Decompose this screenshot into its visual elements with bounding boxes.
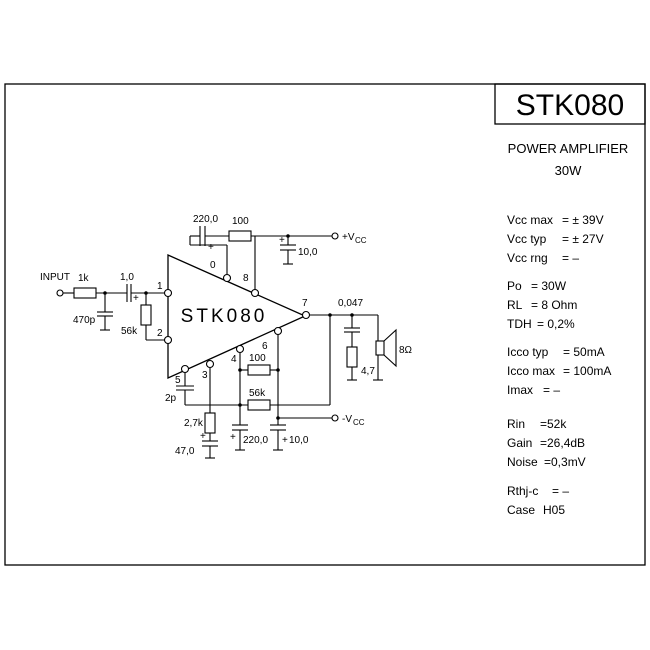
spec-value-tdh: = 0,2%: [537, 317, 575, 331]
speaker-label: 8Ω: [399, 345, 413, 356]
spec-value-rthj: = –: [552, 484, 569, 498]
plus-sign-220b: +: [230, 432, 236, 443]
subtitle-line2: 30W: [555, 163, 582, 178]
pin-6: [273, 326, 283, 336]
pin-label-6: 6: [262, 341, 268, 352]
spec-label-po: Po: [507, 279, 522, 293]
spec-value-rl: = 8 Ohm: [531, 298, 577, 312]
pin-label-5: 5: [175, 375, 181, 386]
spec-value-vcc-typ: = ± 27V: [562, 232, 604, 246]
plus-sign-top: +: [208, 242, 214, 253]
pin-5: [180, 364, 190, 374]
spec-value-icco-typ: = 50mA: [563, 345, 605, 359]
c-220-top-label: 220,0: [193, 214, 218, 225]
c-1-0-label: 1,0: [120, 272, 134, 283]
spec-label-icco-typ: Icco typ: [507, 345, 549, 359]
spec-value-noise: =0,3mV: [544, 455, 586, 469]
resistor-56k-input: [140, 304, 152, 326]
spec-label-vcc-rng: Vcc rng: [507, 251, 548, 265]
plus-sign-10b: +: [282, 435, 288, 446]
pin-2: [163, 335, 173, 345]
r-4-7-label: 4,7: [361, 366, 375, 377]
vcc-minus-terminal: [331, 414, 339, 422]
pin-label-0: 0: [210, 260, 216, 271]
vcc-plus-sub: CC: [355, 236, 367, 245]
spec-value-gain: =26,4dB: [540, 436, 585, 450]
spec-value-icco-max: = 100mA: [563, 364, 611, 378]
pin-8: [250, 288, 260, 298]
c-10-bot-label: 10,0: [289, 435, 309, 446]
resistor-56k-fb: [247, 399, 271, 411]
input-terminal: [56, 289, 64, 297]
resistor-2-7k: [204, 412, 216, 434]
pin-4: [235, 344, 245, 354]
c-10-vcc-label: 10,0: [298, 247, 318, 258]
spec-label-noise: Noise: [507, 455, 538, 469]
spec-label-vcc-typ: Vcc typ: [507, 232, 547, 246]
r-100-fb-label: 100: [249, 353, 266, 364]
c-0047-label: 0,047: [338, 298, 363, 309]
c-47-label: 47,0: [175, 446, 195, 457]
plus-sign-in: +: [133, 293, 139, 304]
spec-label-rin: Rin: [507, 417, 525, 431]
spec-value-vcc-rng: = –: [562, 251, 579, 265]
c-470p-label: 470p: [73, 315, 96, 326]
r-1k-label: 1k: [78, 273, 90, 284]
pin-label-3: 3: [202, 370, 208, 381]
r-56k-fb-label: 56k: [249, 388, 266, 399]
pin-7: [301, 310, 311, 320]
resistor-4-7: [346, 346, 358, 368]
pin-label-8: 8: [243, 273, 249, 284]
pin-0: [222, 273, 232, 283]
c-2p-label: 2p: [165, 393, 177, 404]
subtitle-line1: POWER AMPLIFIER: [508, 141, 629, 156]
speaker-icon: [375, 340, 385, 356]
spec-label-imax: Imax: [507, 383, 533, 397]
title-box: [494, 83, 646, 125]
r-2-7k-label: 2,7k: [184, 418, 204, 429]
specs-list: Vcc max = ± 39V Vcc typ = ± 27V Vcc rng …: [507, 213, 611, 517]
spec-label-rl: RL: [507, 298, 523, 312]
spec-label-rthj: Rthj-c: [507, 484, 538, 498]
spec-value-rin: =52k: [540, 417, 567, 431]
pin-1: [163, 288, 173, 298]
r-100-top-label: 100: [232, 216, 249, 227]
chip-label: STK080: [181, 306, 268, 327]
c-220-bot-label: 220,0: [243, 435, 268, 446]
resistor-100-fb: [247, 364, 271, 376]
pin-label-7: 7: [302, 298, 308, 309]
spec-label-gain: Gain: [507, 436, 532, 450]
r-56k-in-label: 56k: [121, 326, 138, 337]
vcc-plus-label: +V: [342, 232, 355, 243]
pin-label-2: 2: [157, 328, 163, 339]
spec-label-icco-max: Icco max: [507, 364, 555, 378]
resistor-100-top: [228, 230, 252, 242]
spec-label-case: Case: [507, 503, 535, 517]
input-label: INPUT: [40, 272, 70, 283]
spec-value-case: H05: [543, 503, 565, 517]
plus-sign-47: +: [200, 431, 206, 442]
spec-label-tdh: TDH: [507, 317, 532, 331]
part-title: STK080: [516, 89, 624, 122]
spec-label-vcc-max: Vcc max: [507, 213, 553, 227]
spec-value-vcc-max: = ± 39V: [562, 213, 604, 227]
spec-value-imax: = –: [543, 383, 560, 397]
vcc-plus-terminal: [331, 232, 339, 240]
outer-frame: [4, 83, 646, 566]
plus-sign-vcc: +: [279, 235, 285, 246]
vcc-minus-sub: CC: [353, 418, 365, 427]
vcc-minus-label: -V: [342, 414, 352, 425]
resistor-1k: [73, 287, 97, 299]
spec-value-po: = 30W: [531, 279, 567, 293]
pin-label-1: 1: [157, 281, 163, 292]
pin-label-4: 4: [231, 354, 237, 365]
pin-3: [205, 359, 215, 369]
